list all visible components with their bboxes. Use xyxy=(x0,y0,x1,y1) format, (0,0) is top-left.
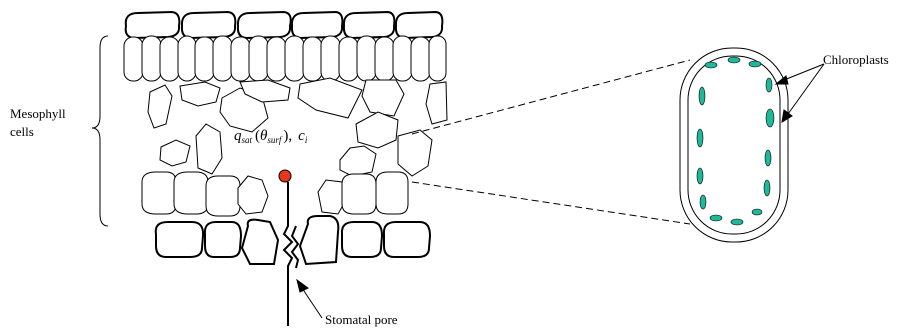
guard-cell-right xyxy=(300,216,338,264)
palisade-cell xyxy=(195,37,214,81)
pore-zigzag-line xyxy=(284,182,292,326)
arrow-line xyxy=(302,288,322,318)
stomatal-pore-path xyxy=(284,182,298,326)
guard-cell-left xyxy=(242,220,278,264)
lower-epidermis-cell xyxy=(342,222,382,257)
upper-epidermis-cell xyxy=(292,12,343,38)
pore-zigzag-outline xyxy=(292,226,298,268)
upper-epidermis-cell xyxy=(238,12,291,38)
spongy-mesophyll xyxy=(142,78,447,216)
palisade-cell xyxy=(213,36,232,81)
mesophyll-cell xyxy=(426,82,447,124)
enlarged-cell xyxy=(680,48,788,242)
chloroplast xyxy=(710,215,722,221)
mesophyll-brace xyxy=(92,36,108,226)
mesophyll-cell xyxy=(148,85,172,128)
upper-epidermis xyxy=(126,12,443,38)
mesophyll-cell xyxy=(160,140,190,166)
palisade-cell xyxy=(267,37,286,81)
upper-epidermis-cell xyxy=(182,12,235,38)
mesophyll-cell xyxy=(398,130,432,176)
mesophyll-cell xyxy=(238,176,268,214)
sub-stomatal-cavity-marker xyxy=(279,170,291,182)
mesophyll-cell xyxy=(340,146,376,176)
palisade-cell xyxy=(321,36,340,81)
enlarged-cell-outer xyxy=(680,48,788,242)
zoom-line-bottom xyxy=(412,182,690,224)
mesophyll-cell xyxy=(196,124,222,174)
formula-c-sub: i xyxy=(305,135,308,145)
chloroplast xyxy=(699,87,705,105)
mesophyll-label-line1: Mesophyll xyxy=(10,106,66,121)
palisade-cell xyxy=(249,36,268,81)
palisade-cell xyxy=(303,37,322,81)
mesophyll-cell xyxy=(376,172,408,214)
lower-epidermis-cell xyxy=(205,222,241,257)
upper-epidermis-cell xyxy=(126,12,180,38)
palisade-layer xyxy=(124,36,446,81)
mesophyll-label-line2: cells xyxy=(10,124,34,139)
stomatal-pore-arrow xyxy=(297,280,322,318)
formula-theta-sub: surf xyxy=(267,135,283,145)
chloroplast xyxy=(765,150,771,166)
chloroplast xyxy=(749,61,761,67)
palisade-cell xyxy=(285,36,304,81)
mesophyll-cell xyxy=(142,172,176,214)
stomatal-pore-label: Stomatal pore xyxy=(325,312,398,327)
lower-epidermis-cell xyxy=(156,222,203,257)
palisade-cell xyxy=(124,37,143,81)
chloroplast xyxy=(700,195,706,209)
chloroplast xyxy=(764,180,770,196)
palisade-cell xyxy=(160,37,179,81)
mesophyll-cell xyxy=(362,80,404,116)
palisade-cell xyxy=(429,36,446,81)
mesophyll-cell xyxy=(180,82,220,106)
palisade-cell xyxy=(178,36,196,81)
palisade-cell xyxy=(393,36,412,81)
palisade-cell xyxy=(142,36,161,81)
palisade-cell xyxy=(411,37,430,81)
chloroplast xyxy=(697,129,703,147)
upper-epidermis-cell xyxy=(344,12,395,38)
chloroplast xyxy=(697,168,703,184)
palisade-cell xyxy=(339,37,358,81)
chloroplast xyxy=(728,57,740,63)
palisade-cell xyxy=(357,36,376,81)
palisade-cell xyxy=(375,37,394,81)
arrowhead-icon xyxy=(297,280,308,292)
chloroplasts-label: Chloroplasts xyxy=(823,52,889,67)
lower-epidermis xyxy=(156,216,430,264)
chloroplast xyxy=(752,209,762,215)
chloroplast xyxy=(731,219,743,225)
zoom-lines xyxy=(412,60,690,224)
chloroplast xyxy=(705,62,717,68)
lower-epidermis-cell xyxy=(384,222,430,257)
zoom-line-top xyxy=(412,60,690,134)
upper-epidermis-cell xyxy=(396,12,443,38)
formula-q-sub: sat xyxy=(242,135,253,145)
mesophyll-cell xyxy=(206,176,240,216)
chloroplast xyxy=(766,109,774,127)
mesophyll-cell xyxy=(356,112,398,148)
formula-close-paren: ), xyxy=(283,128,292,144)
mesophyll-cell xyxy=(174,172,208,214)
chloroplast xyxy=(766,78,772,92)
mesophyll-cell xyxy=(342,174,376,214)
palisade-cell xyxy=(231,37,250,81)
mesophyll-cell xyxy=(298,78,362,118)
